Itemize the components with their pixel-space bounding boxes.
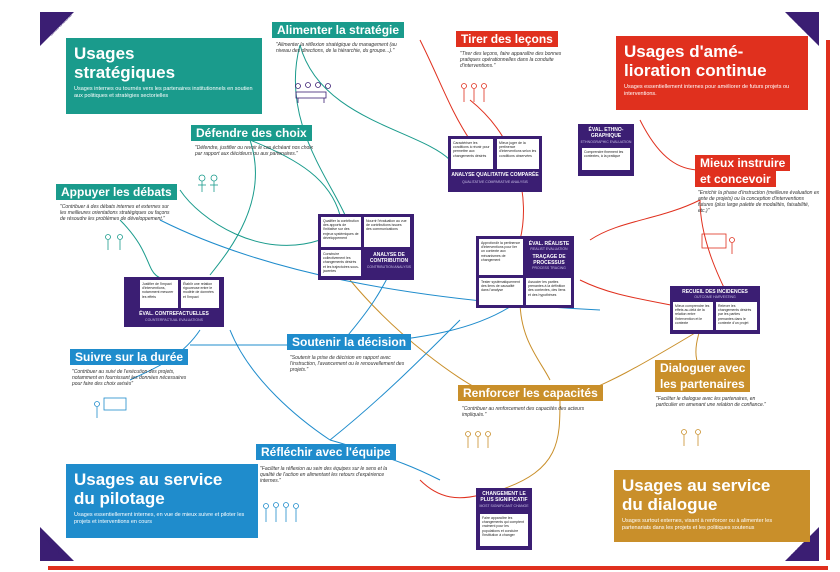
- method-realiste-title-2: TRAÇAGE DE: [532, 254, 566, 260]
- method-realiste-title-1: ÉVAL. RÉALISTE: [528, 241, 570, 247]
- use-instruire-label-1: Mieux instruire: [695, 155, 791, 171]
- presentation-board-icon: [94, 397, 127, 418]
- method-realiste-cell-2: Tester systématiquement des liens de cau…: [479, 278, 523, 305]
- quadrant-strategic-desc: Usages internes ou tournés vers les part…: [74, 86, 253, 99]
- use-suivre-label: Suivre sur la durée: [70, 349, 189, 365]
- method-incidences-title: RECUEIL DES INCIDENCES: [682, 289, 748, 295]
- use-dialoguer-quote: "Faciliter le dialogue avec les partenai…: [656, 396, 766, 408]
- method-msc-cell-1: Faire apparaître les changements qui com…: [480, 514, 528, 546]
- use-soutenir-label: Soutenir la décision: [287, 334, 412, 350]
- people-discussing-icon: [198, 174, 218, 192]
- method-ethno-title-2: GRAPHIQUE: [590, 133, 622, 139]
- quadrant-steering-desc: Usages essentiellement internes, en vue …: [74, 512, 245, 525]
- use-instruire-quote: "Enrichir la phase d'instruction (meille…: [698, 190, 820, 214]
- quadrant-dialogue-desc: Usages surtout externes, visant à renfor…: [622, 518, 773, 531]
- method-incidences-cell-2: Relever les changements désirés par les …: [716, 302, 757, 330]
- quadrant-strategic: Usages stratégiques Usages internes ou t…: [66, 38, 262, 114]
- quadrant-dialogue-title-2: du dialogue: [622, 495, 718, 514]
- method-ethno-cell-1: Comprendre finement les contextes, à la …: [582, 148, 630, 170]
- use-renforcer-quote: "Contribuer au renforcement des capacité…: [462, 406, 585, 418]
- quadrant-improvement-desc: Usages essentiellement internes pour amé…: [624, 84, 790, 97]
- people-meeting-icon: [295, 82, 331, 103]
- use-reflechir-label: Réfléchir avec l'équipe: [256, 444, 396, 460]
- method-contribution-title-1: ANALYSE DE: [373, 252, 405, 258]
- method-contribution-title-2: CONTRIBUTION: [369, 258, 409, 264]
- use-dialoguer-label-1: Dialoguer avec: [655, 360, 751, 376]
- planning-board-icon: [701, 233, 735, 254]
- method-contribution-cell-3: Construire collectivement les changement…: [321, 250, 361, 276]
- people-debate-icon: [105, 234, 123, 250]
- quadrant-improvement-title-2: lioration continue: [624, 61, 767, 80]
- method-incidences: RECUEIL DES INCIDENCES OUTCOME HARVESTIN…: [670, 286, 760, 334]
- method-realiste-subtitle-1: REALIST EVALUATION: [530, 247, 568, 251]
- method-contribution-cell-1: Qualifier la contribution des apports de…: [321, 217, 361, 247]
- method-contrefactuel: Justifier de l'impact d'interventions, n…: [124, 277, 224, 327]
- use-renforcer-label: Renforcer les capacités: [458, 385, 603, 401]
- quadrant-dialogue-title-1: Usages au service: [622, 476, 771, 495]
- method-ethno-subtitle: ETHNOGRAPHIC EVALUATION: [580, 140, 632, 144]
- method-realiste-title-3: PROCESSUS: [533, 260, 565, 266]
- partners-dialogue-icon: [681, 429, 701, 446]
- method-contrefactuel-cell-1: Justifier de l'impact d'interventions, n…: [140, 280, 178, 308]
- use-dialoguer-label-2: les partenaires: [655, 376, 750, 392]
- team-group-icon: [263, 502, 299, 522]
- use-suivre-quote: "Contribuer au suivi de l'exécution des …: [72, 369, 187, 387]
- quadrant-steering-title-1: Usages au service: [74, 470, 223, 489]
- method-ethno: ÉVAL. ETHNO- GRAPHIQUE ETHNOGRAPHIC EVAL…: [578, 124, 634, 176]
- method-qca-cell-1: Caractériser les conditions à réunir pou…: [451, 139, 493, 169]
- method-contrefactuel-subtitle: COUNTERFACTUAL EVALUATIONS: [145, 318, 203, 322]
- use-defendre-quote: "Défendre, justifier ou revoir le cas éc…: [195, 145, 313, 157]
- method-incidences-cell-1: Mieux comprendre les effets au-delà de l…: [673, 302, 713, 330]
- use-instruire-label-2: et concevoir: [695, 171, 776, 187]
- training-group-icon: [465, 431, 491, 448]
- method-qca: Caractériser les conditions à réunir pou…: [448, 136, 542, 192]
- method-contrefactuel-title: ÉVAL. CONTREFACTUELLES: [139, 311, 209, 317]
- method-msc-title-1: CHANGEMENT LE: [482, 491, 526, 497]
- method-qca-subtitle: QUALITATIVE COMPARATIVE ANALYSIS: [462, 180, 528, 184]
- method-realiste-cell-3: Associer les parties prenantes à la défi…: [526, 278, 571, 305]
- right-border-bar: [826, 40, 830, 560]
- use-defendre-label: Défendre des choix: [191, 125, 312, 141]
- people-lessons-icon: [461, 83, 487, 102]
- method-realiste-subtitle-2: PROCESS TRACING: [532, 266, 566, 270]
- method-incidences-subtitle: OUTCOME HARVESTING: [694, 295, 736, 299]
- use-appuyer-quote: "Contribuer à des débats internes et ext…: [60, 204, 170, 222]
- use-appuyer-label: Appuyer les débats: [56, 184, 177, 200]
- method-contrefactuel-cell-2: Établir une relation rigoureuse entre le…: [181, 280, 219, 308]
- method-msc-title-2: PLUS SIGNIFICATIF: [480, 497, 528, 503]
- method-contribution-cell-2: Nourrir l'évaluation au vue de contribut…: [364, 217, 410, 247]
- use-alimenter-label: Alimenter la stratégie: [272, 22, 405, 38]
- method-realiste-cell-1: Approfondir la pertinence d'intervention…: [479, 239, 523, 275]
- method-contribution-subtitle: CONTRIBUTION ANALYSIS: [366, 265, 412, 269]
- method-contribution: Qualifier la contribution des apports de…: [318, 214, 414, 280]
- quadrant-strategic-title-1: Usages: [74, 44, 135, 63]
- method-msc: CHANGEMENT LE PLUS SIGNIFICATIF MOST SIG…: [476, 488, 532, 550]
- quadrant-steering: Usages au service du pilotage Usages ess…: [66, 464, 258, 538]
- use-reflechir-quote: "Faciliter la réflexion au sein des équi…: [260, 466, 388, 484]
- use-tirer-quote: "Tirer des leçons, faire apparaître des …: [460, 51, 562, 69]
- method-msc-subtitle: MOST SIGNIFICANT CHANGE: [479, 504, 529, 508]
- bottom-border-bar: [48, 566, 828, 570]
- method-qca-cell-2: Mieux juger de la pertinence d'intervent…: [497, 139, 539, 169]
- use-tirer-label: Tirer des leçons: [456, 31, 558, 47]
- method-qca-title: ANALYSE QUALITATIVE COMPARÉE: [451, 172, 539, 178]
- use-alimenter-quote: "Alimenter la réflexion stratégique du m…: [276, 42, 397, 54]
- quadrant-improvement: Usages d'amé- lioration continue Usages …: [616, 36, 808, 110]
- quadrant-steering-title-2: du pilotage: [74, 489, 165, 508]
- quadrant-improvement-title-1: Usages d'amé-: [624, 42, 744, 61]
- quadrant-strategic-title-2: stratégiques: [74, 63, 176, 82]
- method-realiste: Approfondir la pertinence d'intervention…: [476, 236, 574, 308]
- quadrant-dialogue: Usages au service du dialogue Usages sur…: [614, 470, 810, 542]
- method-ethno-title-1: ÉVAL. ETHNO-: [588, 127, 624, 133]
- use-soutenir-quote: "Soutenir la prise de décision en rappor…: [290, 355, 405, 373]
